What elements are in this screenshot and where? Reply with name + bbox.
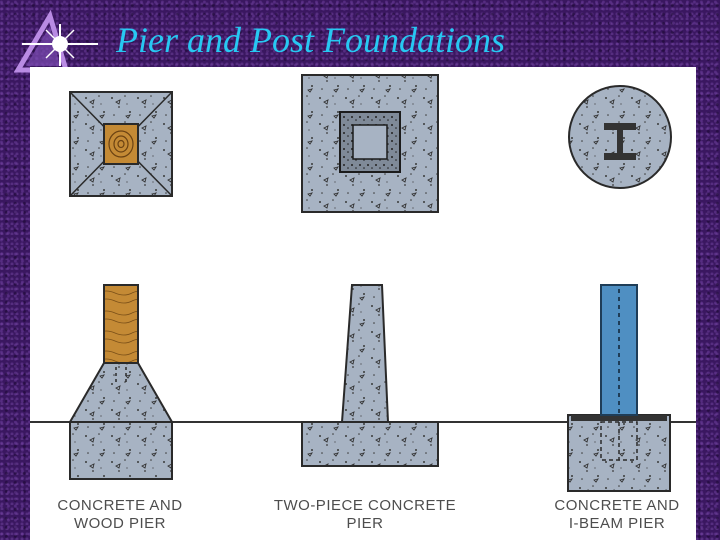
caption-concrete-pier-line2: PIER bbox=[346, 515, 384, 532]
concrete-pier-plan-view bbox=[301, 74, 439, 213]
caption-wood-pier: CONCRETE AND WOOD PIER bbox=[40, 497, 200, 533]
caption-i-beam-pier: CONCRETE AND I-BEAM PIER bbox=[542, 497, 692, 533]
concrete-pier-elevation bbox=[301, 284, 439, 467]
caption-i-beam-pier-line2: I-BEAM PIER bbox=[568, 515, 666, 532]
pier-foundation-figure: CONCRETE AND WOOD PIER TWO-PIECE CONCRET… bbox=[30, 67, 696, 540]
caption-concrete-pier: TWO-PIECE CONCRETE PIER bbox=[270, 497, 460, 533]
star-burst-logo bbox=[14, 10, 98, 73]
caption-concrete-pier-line1: TWO-PIECE CONCRETE bbox=[273, 497, 457, 514]
i-beam-pier-plan-view bbox=[568, 85, 672, 189]
caption-wood-pier-line2: WOOD PIER bbox=[73, 515, 166, 532]
slide-title: Pier and Post Foundations bbox=[116, 20, 505, 60]
wood-pier-elevation bbox=[68, 284, 174, 480]
pier-foundation-diagram bbox=[30, 74, 696, 492]
i-beam-pier-elevation bbox=[567, 284, 671, 492]
wood-pier-plan-view bbox=[69, 91, 173, 197]
caption-i-beam-pier-line1: CONCRETE AND bbox=[554, 497, 680, 514]
caption-wood-pier-line1: CONCRETE AND bbox=[57, 497, 183, 514]
